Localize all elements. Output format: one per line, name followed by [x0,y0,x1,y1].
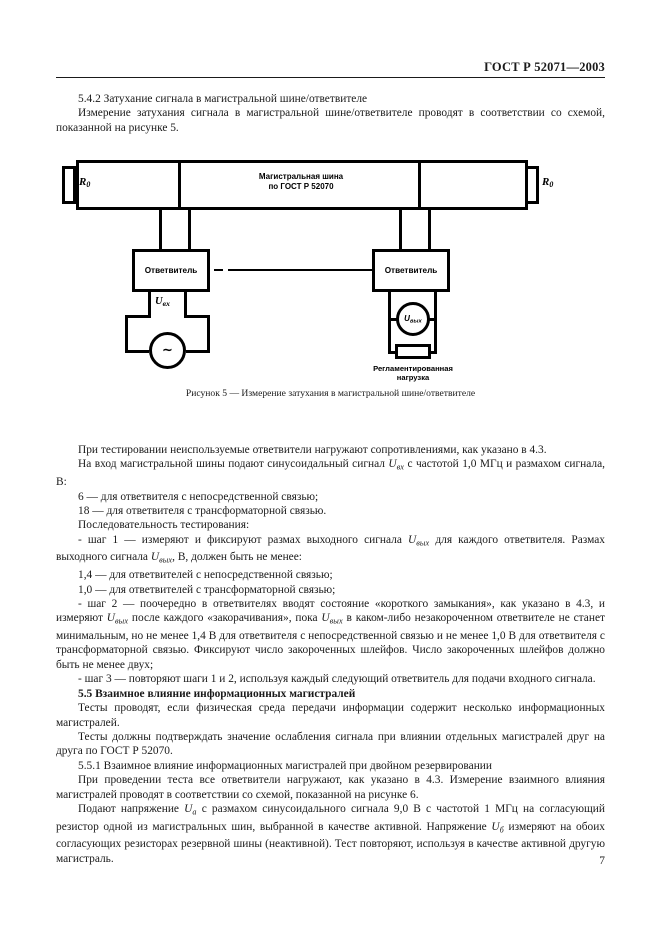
left-source-bottom-right [186,350,210,353]
section-5-4-2-intro: Измерение затухания сигнала в магистраль… [56,107,605,134]
input-signal-text-2: с частотой 1,0 МГц и размахом сигнала, В… [56,458,605,489]
list-item-1-0: 1,0 — для ответвителей с трансформаторно… [78,583,336,596]
symbol-u-a: Uа [184,802,197,817]
body-text-block: При тестировании неиспользуемые ответвит… [56,443,605,866]
symbol-u-vyh-1: Uвых [407,533,430,548]
step-2-text-2: после каждого «закорачивания», пока [128,612,322,625]
bus-label-line-1: Магистральная шина [258,172,344,181]
standard-number: ГОСТ Р 52071—2003 [484,60,605,74]
figure-5: R0 R0 Магистральная шина по ГОСТ Р 52070 [56,150,605,385]
coupler-right-label: Ответвитель [384,266,438,275]
stub-left-b [188,207,191,249]
symbol-u-b: Uб [491,820,504,834]
left-source-lead-a [148,292,151,316]
input-signal-text-1: На вход магистральной шины подают синусо… [78,458,389,471]
intro-text-block: 5.4.2 Затухание сигнала в магистральной … [56,92,605,135]
stub-left-a [159,207,162,249]
bus-segment-divider-right [418,160,421,210]
symbol-u-vx: Uвх [388,458,405,472]
coupler-link-dash [214,269,223,271]
section-5-5-paragraph-2: Тесты должны подтверждать значение ослаб… [56,730,605,758]
coupler-right: Ответвитель [372,249,450,292]
regulated-load-label: Регламентированная нагрузка [348,364,478,382]
regulated-load-resistor [395,344,431,359]
left-source-side-left [125,315,128,353]
coupler-link-line [228,269,372,271]
figure-5-diagram: R0 R0 Магистральная шина по ГОСТ Р 52070 [56,150,605,385]
voltmeter-symbol: Uвых [396,302,430,336]
coupler-left-label: Ответвитель [144,266,198,275]
figure-5-caption: Рисунок 5 — Измерение затухания в магист… [185,388,476,399]
list-item-1-4: 1,4 — для ответвителей с непосредственно… [78,569,333,582]
s551-text-1: Подают напряжение [78,802,185,815]
section-5-5-1-paragraph-2: Подают напряжение Uа с размахом синусоид… [56,802,605,866]
step-2-text-3: в каком-либо незакороченном ответвителе … [56,612,605,671]
resistor-right-label: R0 [542,176,554,190]
left-source-bottom-left [125,350,149,353]
signal-generator-symbol: ∼ [149,332,186,369]
left-source-side-right [207,315,210,353]
section-5-5-1-paragraph-1: При проведении теста все ответвители наг… [56,774,605,801]
bus-segment-divider-left [178,160,181,210]
bus-label-line-2: по ГОСТ Р 52070 [268,182,334,191]
stub-right-a [399,207,402,249]
paragraph-unused-couplers: При тестировании неиспользуемые ответвит… [78,444,547,456]
u-input-label: Uвх [155,296,170,309]
bus-left-end [76,160,79,210]
terminating-resistor-left [62,166,76,204]
bus-label: Магистральная шина по ГОСТ Р 52070 [216,172,386,192]
list-item-18v: 18 — для ответвителя с трансформаторной … [78,504,327,517]
load-label-line-2: нагрузка [396,373,430,382]
voltmeter-label: Uвых [404,313,422,325]
left-source-top-right [184,315,210,318]
list-item-6v: 6 — для ответвителя с непосредственной с… [78,490,319,503]
coupler-left: Ответвитель [132,249,210,292]
step-2: - шаг 2 — поочередно в ответвителях ввод… [56,597,605,672]
s551-text-3: измеряют на обоих согласующих резисторах… [56,820,605,865]
section-5-5-1-heading: 5.5.1 Взаимное влияние информационных ма… [78,759,493,772]
s551-text-2: с размахом синусоидального сигнала 9,0 В… [56,802,606,833]
step-1-text-2: для каждого ответвителя. Размах выходног… [56,533,605,564]
page-header: ГОСТ Р 52071—2003 [56,58,605,77]
page-number: 7 [599,855,605,867]
section-5-4-2-heading: 5.4.2 Затухание сигнала в магистральной … [78,93,368,105]
step-1-text-1: - шаг 1 — измеряют и фиксируют размах вы… [78,533,408,546]
bus-top-rail [76,160,528,163]
header-divider [56,77,605,78]
sine-wave-icon: ∼ [162,343,173,358]
bus-bottom-rail [76,207,528,210]
right-meter-lead-a [388,292,391,354]
section-5-5-heading: 5.5 Взаимное влияние информационных маги… [78,687,356,700]
symbol-u-vyh-4: Uвых [321,612,343,626]
symbol-u-vyh-3: Uвых [106,612,129,626]
step-3: - шаг 3 — повторяют шаги 1 и 2, использу… [78,673,596,686]
step-1: - шаг 1 — измеряют и фиксируют размах вы… [56,533,605,568]
step-2-text-1: - шаг 2 — поочередно в ответвителях ввод… [56,597,605,625]
terminating-resistor-right [525,166,539,204]
section-5-5-paragraph-1: Тесты проводят, если физическая среда пе… [56,702,605,729]
right-meter-lead-b [434,292,437,354]
left-source-top-left [125,315,151,318]
load-label-line-1: Регламентированная [373,364,453,373]
stub-right-b [428,207,431,249]
step-1-text-3: , В, должен быть не менее: [172,551,302,564]
resistor-left-label: R0 [79,176,91,190]
paragraph-input-signal: На вход магистральной шины подают синусо… [56,457,605,489]
paragraph-test-sequence: Последовательность тестирования: [78,519,250,532]
symbol-u-vyh-2: Uвых [150,551,173,565]
left-source-lead-b [184,292,187,316]
